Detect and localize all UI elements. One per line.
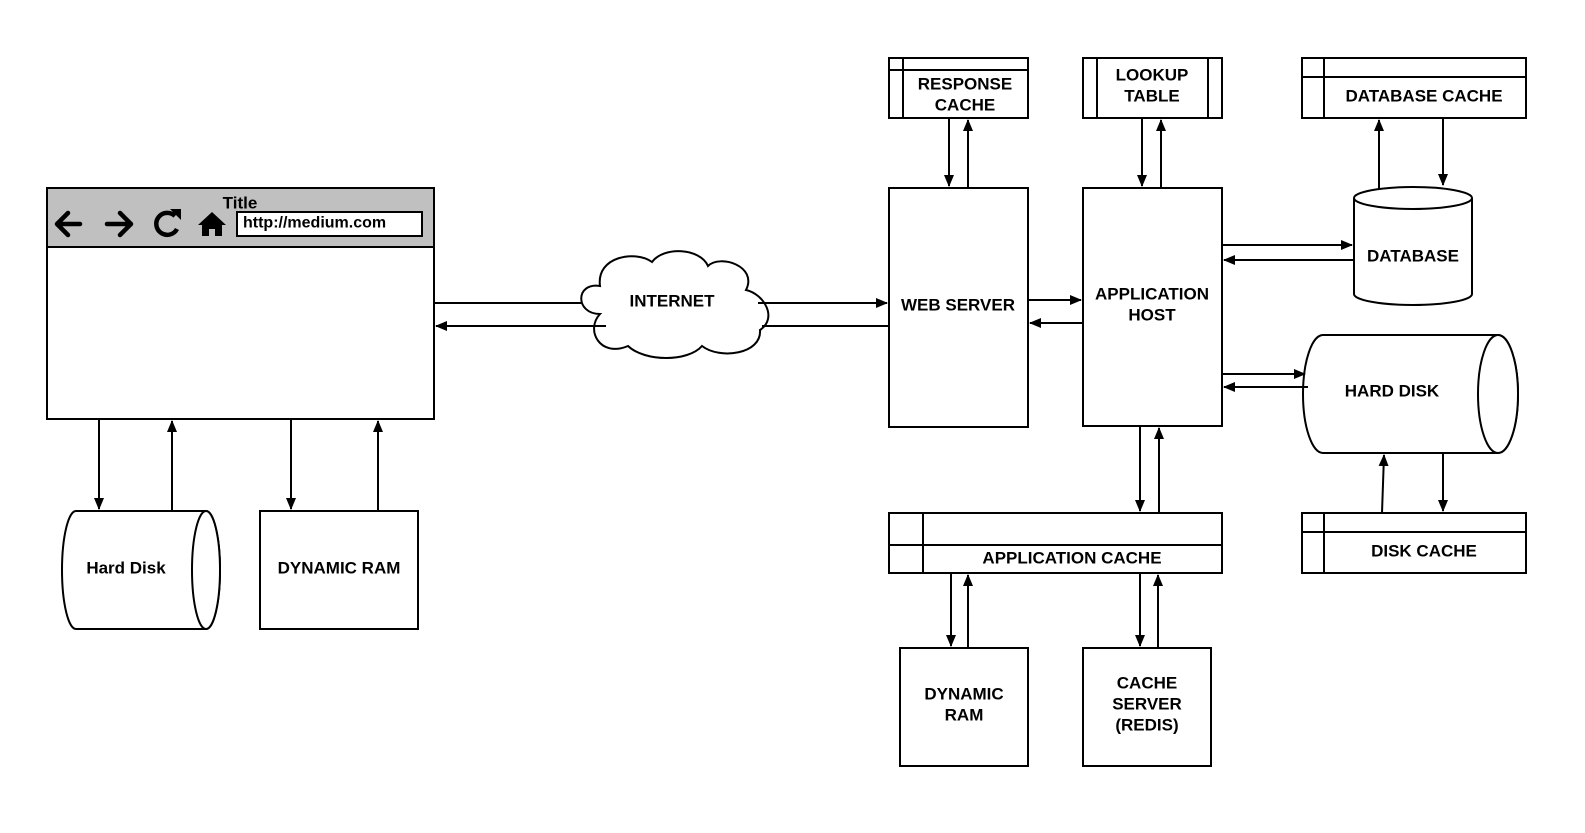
reload-icon[interactable] bbox=[154, 209, 181, 238]
dynamic-ram-label-2: RAM bbox=[945, 706, 984, 725]
database-cache: DATABASE CACHE bbox=[1301, 57, 1527, 119]
application-host: APPLICATION HOST bbox=[1082, 187, 1223, 427]
browser-viewport bbox=[46, 246, 435, 420]
database-label: DATABASE bbox=[1367, 247, 1459, 266]
database-cache-label: DATABASE CACHE bbox=[1345, 87, 1502, 106]
cache-server-label-2: SERVER bbox=[1112, 695, 1182, 714]
disk-cache: DISK CACHE bbox=[1301, 512, 1527, 574]
dynamic-ram-label-1: DYNAMIC bbox=[924, 685, 1003, 704]
hard-disk-label: HARD DISK bbox=[1345, 382, 1440, 401]
lookup-table-label-1: LOOKUP bbox=[1116, 66, 1189, 85]
lookup-table-label-2: TABLE bbox=[1124, 87, 1179, 106]
application-cache: APPLICATION CACHE bbox=[888, 512, 1223, 574]
web-server-label: WEB SERVER bbox=[901, 296, 1015, 315]
internet-cloud: INTERNET bbox=[580, 250, 770, 359]
arrow-disk-cache-to-hard-disk bbox=[1378, 454, 1389, 514]
client-dynamic-ram-label: DYNAMIC RAM bbox=[278, 559, 401, 578]
web-server: WEB SERVER bbox=[888, 187, 1029, 428]
url-text: http://medium.com bbox=[243, 215, 386, 232]
disk-cache-label: DISK CACHE bbox=[1371, 542, 1477, 561]
application-host-label-1: APPLICATION bbox=[1095, 285, 1209, 304]
home-icon[interactable] bbox=[198, 212, 226, 236]
dynamic-ram: DYNAMIC RAM bbox=[899, 647, 1029, 767]
response-cache-label-2: CACHE bbox=[935, 96, 995, 115]
lookup-table: LOOKUP TABLE bbox=[1082, 57, 1223, 119]
response-cache-label-1: RESPONSE bbox=[918, 75, 1012, 94]
client-hard-disk-label: Hard Disk bbox=[86, 559, 166, 578]
forward-arrow-icon[interactable] bbox=[104, 210, 134, 238]
database: DATABASE bbox=[1353, 186, 1473, 306]
cache-server: CACHE SERVER (REDIS) bbox=[1082, 647, 1212, 767]
response-cache: RESPONSE CACHE bbox=[888, 57, 1029, 119]
application-host-label-2: HOST bbox=[1128, 306, 1176, 325]
back-arrow-icon[interactable] bbox=[54, 210, 83, 238]
client-hard-disk: Hard Disk bbox=[61, 510, 221, 630]
internet-label: INTERNET bbox=[630, 292, 716, 311]
browser-title: Title bbox=[223, 194, 258, 213]
connectors bbox=[94, 118, 1448, 648]
browser-window: Title http://medium.com bbox=[46, 187, 435, 420]
cache-server-label-3: (REDIS) bbox=[1115, 716, 1178, 735]
url-bar[interactable] bbox=[236, 211, 423, 237]
hard-disk: HARD DISK bbox=[1302, 334, 1519, 454]
client-dynamic-ram: DYNAMIC RAM bbox=[259, 510, 419, 630]
application-cache-label: APPLICATION CACHE bbox=[982, 549, 1161, 568]
cache-server-label-1: CACHE bbox=[1117, 674, 1177, 693]
